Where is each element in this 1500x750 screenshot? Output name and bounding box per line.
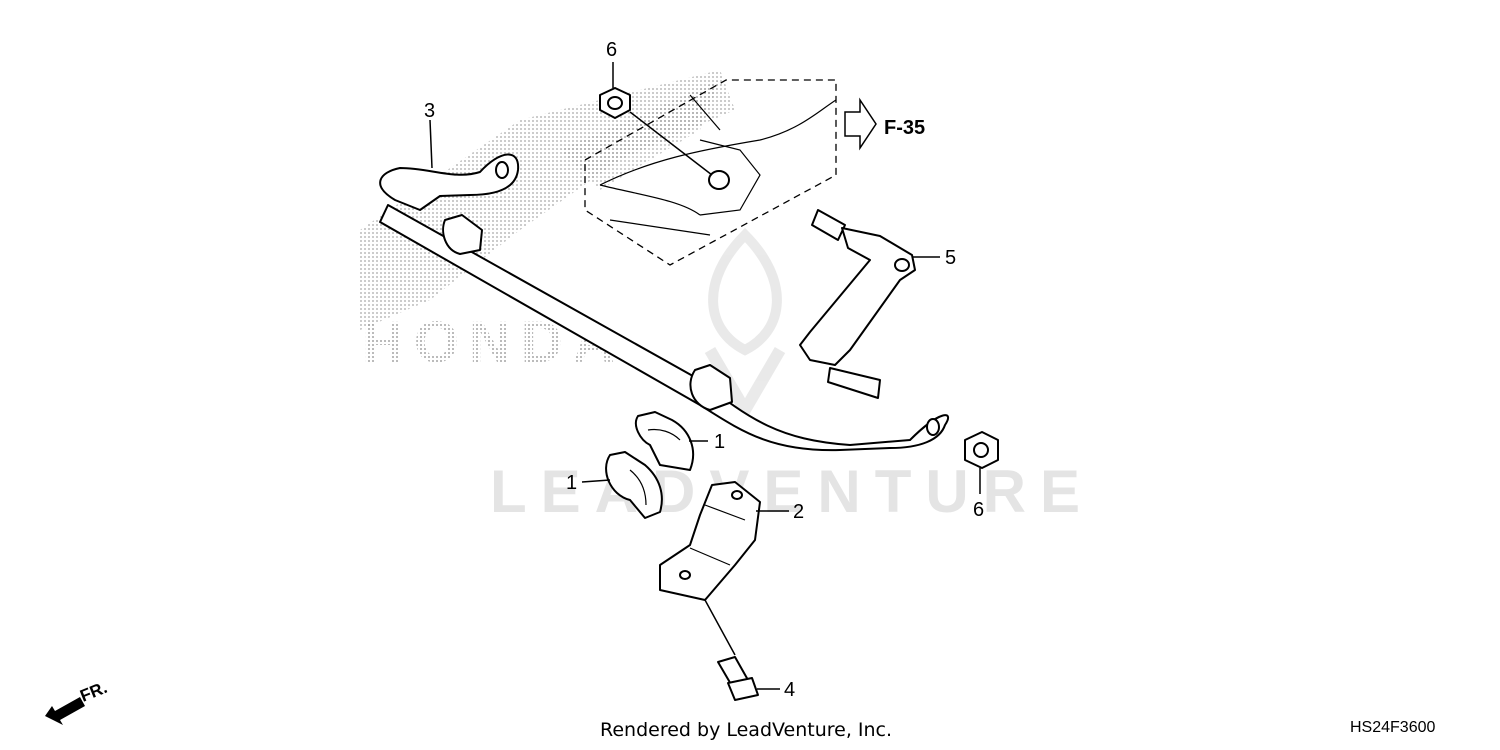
front-arrow-icon: [45, 697, 85, 725]
watermark-flame-icon: [704, 227, 786, 422]
bushing-lower[interactable]: [605, 451, 663, 519]
frame-outline: [584, 79, 837, 266]
reference-label: F-35: [884, 117, 925, 139]
footer-credit: Rendered by LeadVenture, Inc.: [600, 719, 893, 741]
reference-arrow-icon: [844, 97, 877, 151]
front-marker-label: FR.: [77, 678, 110, 706]
leader-lines: [429, 62, 981, 690]
callout-1-lower: 1: [566, 472, 577, 494]
stabilizer-bar[interactable]: [379, 153, 950, 452]
bushing-upper[interactable]: [634, 411, 695, 471]
diagram-code: HS24F3600: [1350, 719, 1436, 736]
callout-6-right: 6: [973, 499, 984, 521]
callout-6-top: 6: [606, 39, 617, 61]
watermark-text: LEADVENTURE: [490, 458, 1094, 525]
stabilizer-link[interactable]: [799, 209, 916, 399]
callout-4: 5: [945, 247, 956, 269]
bolt[interactable]: [717, 656, 759, 701]
flange-nut-top[interactable]: [599, 87, 631, 119]
flange-nut-right[interactable]: [964, 431, 999, 469]
callout-2: 2: [793, 501, 804, 523]
callout-5: 4: [784, 679, 795, 701]
callout-1-upper: 1: [714, 431, 725, 453]
callout-3: 3: [424, 100, 435, 122]
